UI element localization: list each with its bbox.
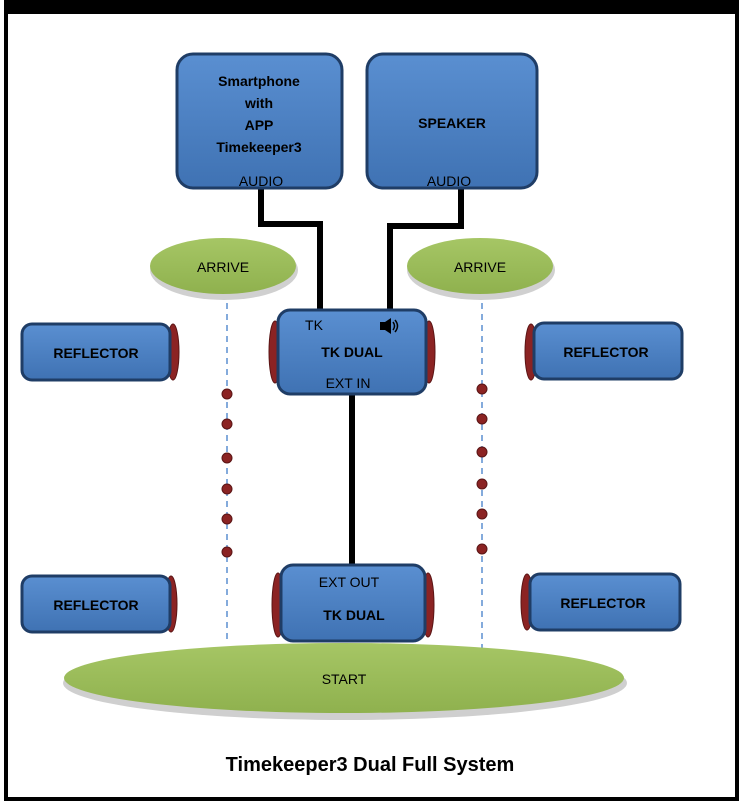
reflector-top-right-label: REFLECTOR: [563, 344, 648, 360]
beam-dots-left: [221, 388, 233, 558]
wire-speaker-to-tk: [387, 186, 464, 316]
beam-lines: [226, 292, 483, 648]
connection-wires: [258, 186, 464, 568]
reflector-top-left-label: REFLECTOR: [53, 345, 138, 361]
start-label: START: [322, 671, 367, 687]
tk-dual-bottom-node: EXT OUT TK DUAL: [271, 563, 435, 643]
arrive-right-label: ARRIVE: [454, 259, 506, 275]
smartphone-label-4: Timekeeper3: [216, 139, 302, 155]
smartphone-port-audio: AUDIO: [239, 173, 283, 189]
reflector-bottom-right: REFLECTOR: [520, 572, 682, 632]
reflector-top-right: REFLECTOR: [524, 321, 684, 381]
tk-dual-top-port-tk: TK: [305, 317, 324, 333]
tk-dual-top-label: TK DUAL: [321, 344, 383, 360]
smartphone-label-3: APP: [245, 117, 274, 133]
tk-dual-bottom-label: TK DUAL: [323, 607, 385, 623]
tk-dual-top-node: TK TK DUAL EXT IN: [268, 308, 436, 396]
reflector-bottom-left-label: REFLECTOR: [53, 597, 138, 613]
smartphone-label-2: with: [244, 95, 273, 111]
tk-dual-top-port-ext-in: EXT IN: [326, 375, 371, 391]
smartphone-node: Smartphone with APP Timekeeper3 AUDIO: [175, 52, 344, 190]
beam-dots-right: [476, 383, 488, 555]
reflector-bottom-right-label: REFLECTOR: [560, 595, 645, 611]
speaker-icon: [380, 318, 399, 334]
wire-smartphone-to-tk: [258, 186, 323, 316]
start-zone: START: [63, 643, 627, 720]
smartphone-label-1: Smartphone: [218, 73, 300, 89]
arrive-left-zone: ARRIVE: [150, 238, 298, 300]
speaker-label: SPEAKER: [418, 115, 486, 131]
arrive-right-zone: ARRIVE: [407, 238, 555, 300]
reflector-top-left: REFLECTOR: [20, 322, 180, 382]
speaker-port-audio: AUDIO: [427, 173, 471, 189]
reflector-bottom-left: REFLECTOR: [20, 574, 178, 634]
tk-dual-bottom-port-ext-out: EXT OUT: [319, 574, 380, 590]
speaker-node: SPEAKER AUDIO: [365, 52, 539, 190]
arrive-left-label: ARRIVE: [197, 259, 249, 275]
diagram-caption: Timekeeper3 Dual Full System: [226, 754, 515, 776]
